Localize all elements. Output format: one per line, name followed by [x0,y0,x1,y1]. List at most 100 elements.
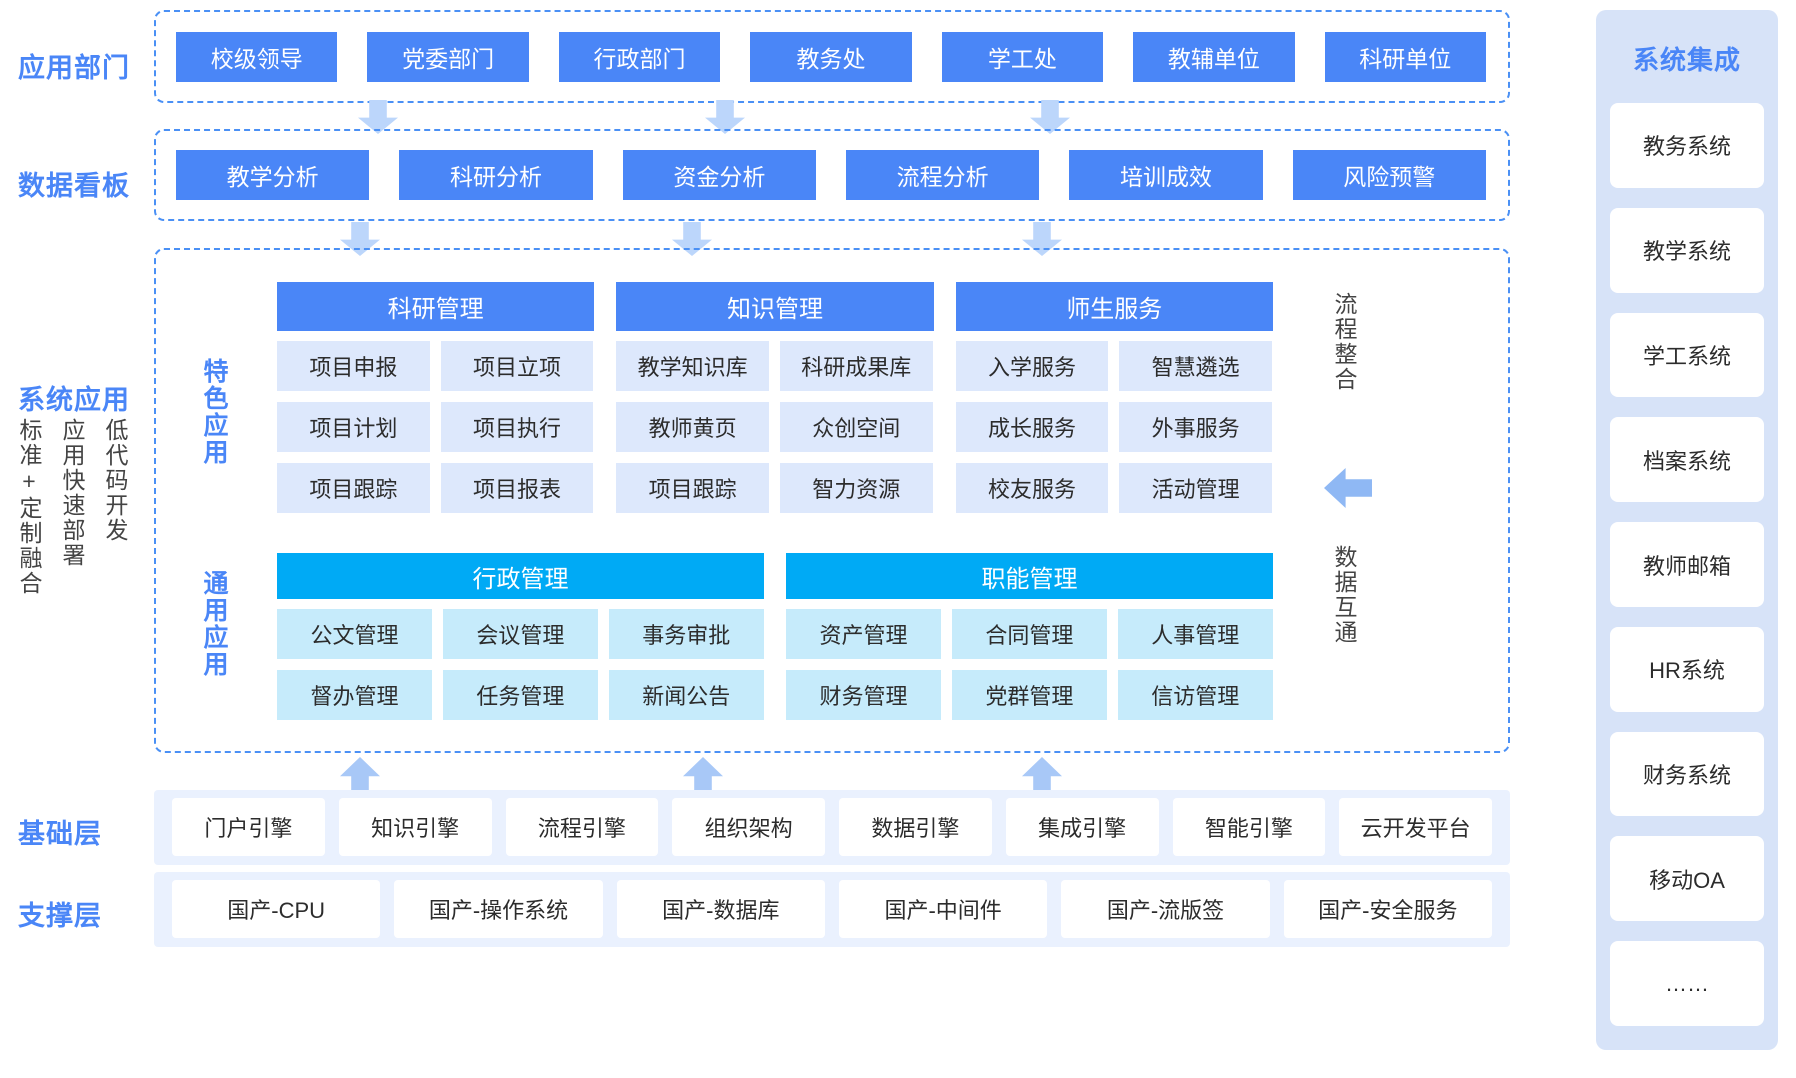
row-label-system-applications: 系统应用 [18,385,130,415]
feature-item[interactable]: 项目跟踪 [616,463,769,513]
department-chip[interactable]: 学工处 [941,32,1104,82]
department-chip[interactable]: 教辅单位 [1133,32,1295,82]
support-layer-item[interactable]: 国产-CPU [172,880,381,938]
base-layer-item[interactable]: 门户引擎 [172,798,325,856]
feature-group-items: 教学知识库科研成果库教师黄页众创空间项目跟踪智力资源 [616,341,933,513]
general-item[interactable]: 事务审批 [608,609,764,659]
support-layer-item[interactable]: 国产-安全服务 [1283,880,1492,938]
base-layer-item[interactable]: 云开发平台 [1339,798,1492,856]
feature-item[interactable]: 科研成果库 [779,341,933,391]
feature-item[interactable]: 智慧遴选 [1119,341,1272,391]
general-item[interactable]: 信访管理 [1117,670,1273,720]
general-group-title[interactable]: 行政管理 [277,553,764,599]
general-item[interactable]: 任务管理 [442,670,598,720]
vertical-label-standard-custom: 标准+定制融合 [16,418,42,596]
base-layer-item[interactable]: 数据引擎 [839,798,992,856]
department-chip[interactable]: 科研单位 [1324,32,1486,82]
feature-item[interactable]: 入学服务 [955,341,1109,391]
feature-item[interactable]: 项目立项 [440,341,594,391]
dashboard-chip[interactable]: 教学分析 [176,150,370,200]
integration-system-item[interactable]: 学工系统 [1610,312,1764,398]
data-dashboard-container [154,129,1510,221]
general-item[interactable]: 新闻公告 [608,670,764,720]
department-chip[interactable]: 教务处 [750,32,912,82]
system-integration-panel: 系统集成 教务系统教学系统学工系统档案系统教师邮箱 HR系统财务系统移动OA …… [1596,10,1778,1050]
general-item[interactable]: 会议管理 [442,609,598,659]
vertical-label-fast-deploy: 应用快速部署 [59,418,85,568]
feature-item[interactable]: 众创空间 [779,402,933,452]
general-group-items: 公文管理会议管理事务审批督办管理任务管理新闻公告 [277,609,764,720]
feature-item[interactable]: 智力资源 [779,463,933,513]
general-item[interactable]: 公文管理 [277,609,432,659]
feature-group: 师生服务入学服务智慧遴选成长服务外事服务校友服务活动管理 [955,282,1273,519]
dashboard-chip[interactable]: 风险预警 [1292,150,1486,200]
feature-item[interactable]: 教师黄页 [616,402,769,452]
department-chip[interactable]: 校级领导 [176,32,338,82]
feature-item[interactable]: 项目计划 [277,402,430,452]
integration-system-item[interactable]: 教师邮箱 [1610,522,1764,607]
data-dashboard-row: 教学分析科研分析资金分析流程分析培训成效风险预警 [176,150,1486,200]
system-applications-container [154,248,1510,753]
application-departments-container [154,10,1510,103]
feature-item[interactable]: 项目申报 [277,341,430,391]
row-label-base-layer: 基础层 [18,819,102,849]
vertical-label-data-interop: 数据互通 [1331,545,1357,645]
feature-item[interactable]: 教学知识库 [616,341,769,391]
support-layer-item[interactable]: 国产-流版签 [1061,880,1270,938]
general-item[interactable]: 督办管理 [277,670,432,720]
vertical-label-low-code: 低代码开发 [102,418,128,543]
general-group: 行政管理公文管理会议管理事务审批督办管理任务管理新闻公告 [277,553,764,720]
integration-system-item[interactable]: 教学系统 [1610,207,1764,293]
base-layer-item[interactable]: 流程引擎 [505,798,659,856]
general-item[interactable]: 资产管理 [786,609,941,659]
department-chip[interactable]: 行政部门 [558,32,721,82]
dashboard-chip[interactable]: 流程分析 [845,150,1040,200]
row-label-support-layer: 支撑层 [18,901,102,931]
department-chip[interactable]: 党委部门 [367,32,529,82]
support-layer-item[interactable]: 国产-数据库 [616,880,825,938]
row-label-application-departments: 应用部门 [18,53,130,83]
base-layer-item[interactable]: 集成引擎 [1005,798,1159,856]
feature-group-items: 项目申报项目立项项目计划项目执行项目跟踪项目报表 [277,341,594,513]
feature-item[interactable]: 项目执行 [440,402,594,452]
system-integration-list: 教务系统教学系统学工系统档案系统教师邮箱 HR系统财务系统移动OA …… [1610,103,1764,1027]
feature-item[interactable]: 校友服务 [955,463,1109,513]
support-layer-item[interactable]: 国产-中间件 [838,880,1048,938]
feature-item[interactable]: 成长服务 [955,402,1109,452]
base-layer-item[interactable]: 智能引擎 [1172,798,1326,856]
support-layer-item[interactable]: 国产-操作系统 [394,880,603,938]
dashboard-chip[interactable]: 培训成效 [1069,150,1263,200]
feature-item[interactable]: 活动管理 [1119,463,1272,513]
row-label-data-dashboard: 数据看板 [18,171,130,201]
feature-item[interactable]: 项目报表 [440,463,594,513]
feature-group: 知识管理教学知识库科研成果库教师黄页众创空间项目跟踪智力资源 [616,282,934,519]
integration-system-item[interactable]: 档案系统 [1610,417,1764,503]
feature-item[interactable]: 外事服务 [1119,402,1272,452]
integration-system-item[interactable]: HR系统 [1610,626,1764,712]
integration-system-item[interactable]: 教务系统 [1610,103,1764,188]
general-group-title[interactable]: 职能管理 [786,553,1273,599]
general-item[interactable]: 党群管理 [951,670,1107,720]
vertical-label-feature-applications: 特色应用 [200,358,228,466]
integration-system-item[interactable]: 财务系统 [1610,731,1764,817]
feature-item[interactable]: 项目跟踪 [277,463,430,513]
integration-system-item[interactable]: …… [1610,941,1764,1027]
general-group-items: 资产管理合同管理人事管理财务管理党群管理信访管理 [786,609,1273,720]
dashboard-chip[interactable]: 资金分析 [622,150,816,200]
general-group: 职能管理资产管理合同管理人事管理财务管理党群管理信访管理 [786,553,1273,720]
feature-group-title[interactable]: 科研管理 [277,282,595,331]
feature-group-title[interactable]: 师生服务 [955,282,1273,331]
feature-group-title[interactable]: 知识管理 [616,282,934,331]
integration-system-item[interactable]: 移动OA [1610,836,1764,922]
system-integration-title: 系统集成 [1632,45,1741,75]
base-layer-item[interactable]: 组织架构 [672,798,825,856]
application-departments-row: 校级领导党委部门行政部门教务处学工处教辅单位科研单位 [176,32,1486,82]
base-layer-item[interactable]: 知识引擎 [338,798,492,856]
general-item[interactable]: 人事管理 [1117,609,1273,659]
dashboard-chip[interactable]: 科研分析 [399,150,593,200]
vertical-label-process-integration: 流程整合 [1331,292,1357,392]
general-item[interactable]: 财务管理 [786,670,941,720]
general-item[interactable]: 合同管理 [951,609,1107,659]
